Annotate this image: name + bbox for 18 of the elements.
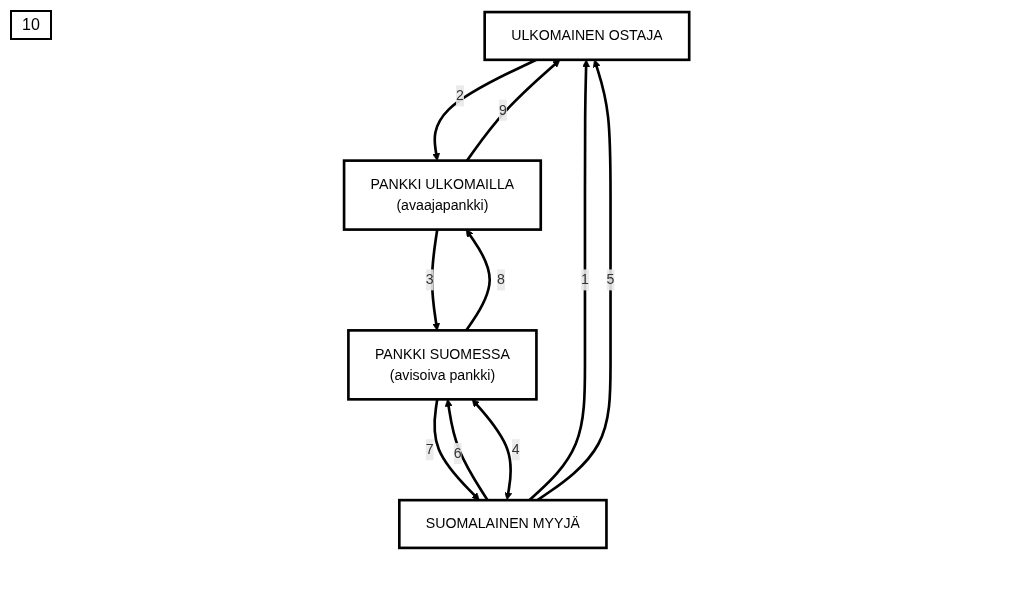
edge-label: 2 xyxy=(455,87,464,103)
arrow xyxy=(432,399,480,501)
arrow xyxy=(444,399,489,501)
edge-label: 4 xyxy=(511,441,520,457)
edge-label: 1 xyxy=(580,272,589,288)
edge-label: 7 xyxy=(425,441,434,457)
node-box: PANKKI ULKOMAILLA (avaajapankki) xyxy=(342,159,542,231)
node-box: SUOMALAINEN MYYJÄ xyxy=(397,498,608,550)
arrow xyxy=(430,229,440,331)
node-box: PANKKI SUOMESSA (avisoiva pankki) xyxy=(346,329,538,401)
edge-label: 3 xyxy=(425,272,434,288)
edge-label: 5 xyxy=(606,272,615,288)
edge-label: 9 xyxy=(498,102,507,118)
node-box: ULKOMAINEN OSTAJA xyxy=(483,10,691,62)
step-number: 10 xyxy=(10,10,52,40)
arrow xyxy=(471,399,512,501)
edge-label: 6 xyxy=(453,445,462,461)
edge-label: 8 xyxy=(496,272,505,288)
